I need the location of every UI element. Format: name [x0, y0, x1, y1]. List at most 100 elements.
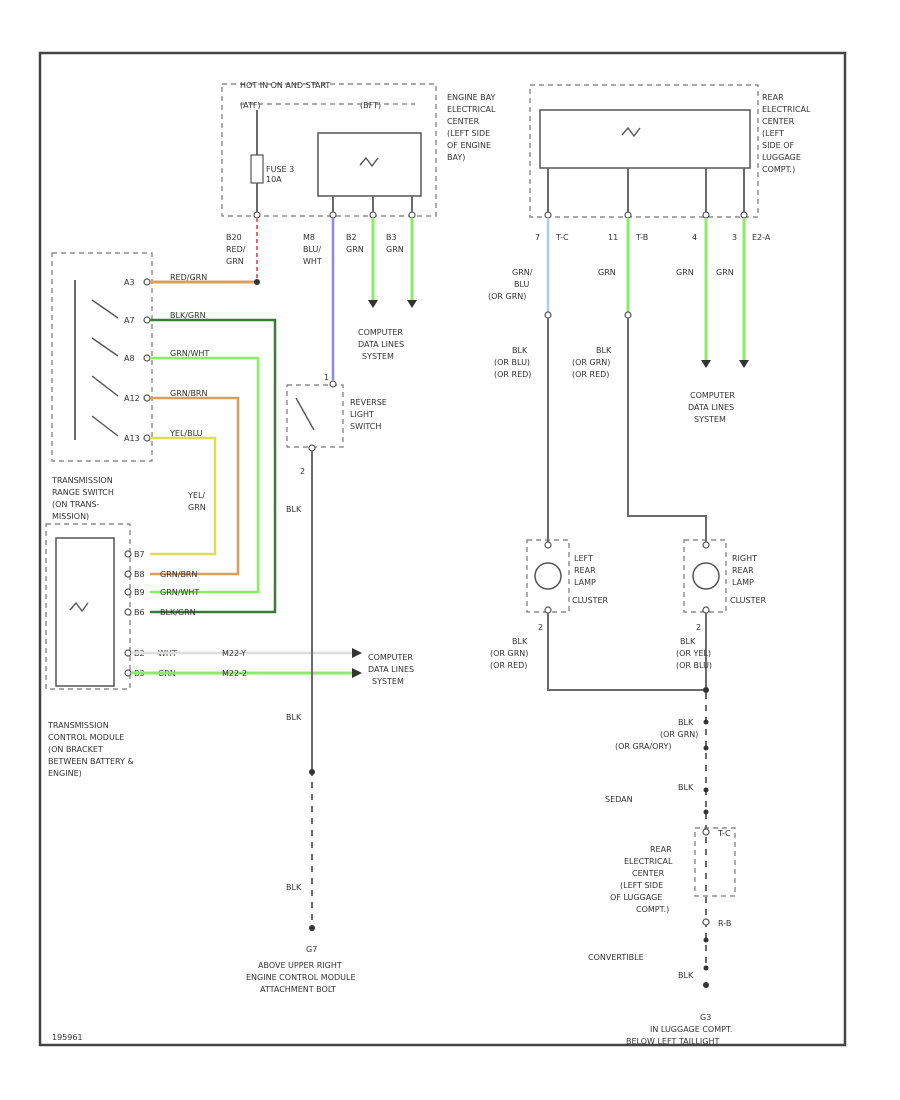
ground-g7-desc: ABOVE UPPER RIGHT ENGINE CONTROL MODULE … — [246, 961, 356, 994]
svg-text:REAR: REAR — [574, 566, 596, 575]
svg-text:ATTACHMENT BOLT: ATTACHMENT BOLT — [260, 985, 336, 994]
rear-center-pin-labels: 7 T-C 11 T-B 4 3 E2-A — [535, 233, 771, 242]
svg-text:MISSION): MISSION) — [52, 512, 89, 521]
footer-code: 195961 — [52, 1033, 83, 1042]
connector-rear-1 — [544, 311, 552, 319]
svg-text:A8: A8 — [124, 354, 135, 363]
wire-lamp-grounds-join — [547, 613, 706, 691]
right-lamp-pin2 — [702, 606, 710, 614]
svg-text:ELECTRICAL: ELECTRICAL — [762, 105, 811, 114]
tcm-outline — [45, 523, 131, 690]
arrow-rear-3 — [739, 360, 749, 368]
fuse-icon — [250, 154, 264, 184]
svg-text:TRANSMISSION: TRANSMISSION — [51, 476, 113, 485]
computer-data-lines-top: COMPUTER DATA LINES SYSTEM — [358, 328, 404, 361]
rear-center-label: REAR ELECTRICAL CENTER (LEFT SIDE OF LUG… — [762, 93, 811, 174]
svg-text:YEL/: YEL/ — [187, 491, 205, 500]
svg-text:SWITCH: SWITCH — [350, 422, 381, 431]
relay-icon — [359, 156, 379, 168]
right-lamp-pin1 — [702, 541, 710, 549]
svg-text:OF LUGGAGE: OF LUGGAGE — [610, 893, 662, 902]
wire-label-blk-blu: BLK (OR BLU) (OR RED) — [494, 346, 531, 379]
svg-text:BLK: BLK — [678, 718, 694, 727]
left-lamp-blk-label: BLK (OR GRN) (OR RED) — [490, 637, 528, 670]
svg-text:M22-2: M22-2 — [222, 669, 247, 678]
svg-text:B7: B7 — [134, 550, 145, 559]
svg-text:B9: B9 — [134, 588, 145, 597]
svg-text:(LEFT SIDE: (LEFT SIDE — [447, 129, 490, 138]
svg-text:WHT: WHT — [303, 257, 322, 266]
ground-g3-desc: IN LUGGAGE COMPT. BELOW LEFT TAILLIGHT — [626, 1025, 732, 1046]
svg-text:BLK: BLK — [596, 346, 612, 355]
svg-text:CONTROL MODULE: CONTROL MODULE — [48, 733, 124, 742]
svg-text:ELECTRICAL: ELECTRICAL — [624, 857, 673, 866]
svg-text:CENTER: CENTER — [762, 117, 795, 126]
svg-text:RED/GRN: RED/GRN — [170, 273, 207, 282]
svg-text:(OR RED): (OR RED) — [572, 370, 609, 379]
svg-text:REAR: REAR — [732, 566, 754, 575]
tcm-data-wire-labels: M22-Y M22-2 — [222, 649, 247, 678]
ground-g3-id: G3 — [700, 1013, 711, 1022]
reverse-switch-outline — [286, 384, 344, 448]
svg-text:BLU: BLU — [514, 280, 530, 289]
computer-data-lines-rear: COMPUTER DATA LINES SYSTEM — [688, 391, 735, 424]
svg-text:(OR RED): (OR RED) — [494, 370, 531, 379]
svg-text:REAR: REAR — [762, 93, 784, 102]
right-lamp-label: RIGHT REAR LAMP CLUSTER — [730, 554, 767, 605]
rear-center-2-label: REAR ELECTRICAL CENTER (LEFT SIDE OF LUG… — [610, 845, 673, 914]
svg-text:OF ENGINE: OF ENGINE — [447, 141, 491, 150]
svg-text:RIGHT: RIGHT — [732, 554, 757, 563]
junction-g7-1 — [309, 769, 315, 775]
svg-text:BLU/: BLU/ — [303, 245, 321, 254]
svg-text:YEL/BLU: YEL/BLU — [169, 429, 203, 438]
svg-text:SYSTEM: SYSTEM — [694, 415, 726, 424]
junction-lamp-ground — [703, 687, 709, 693]
junction-g3 — [703, 982, 709, 988]
reverse-switch-pin1 — [329, 380, 337, 388]
svg-text:B8: B8 — [134, 570, 145, 579]
svg-text:B20: B20 — [226, 233, 242, 242]
bottom-right-dots — [703, 719, 709, 971]
wire-grn-wht-range — [150, 356, 260, 594]
svg-text:T-B: T-B — [635, 233, 648, 242]
rear-center-2-outline — [694, 827, 736, 897]
svg-text:CLUSTER: CLUSTER — [572, 596, 609, 605]
svg-text:COMPT.): COMPT.) — [762, 165, 795, 174]
blk-label-g7-2: BLK — [286, 883, 302, 892]
svg-text:(OR GRN): (OR GRN) — [572, 358, 610, 367]
svg-text:ELECTRICAL: ELECTRICAL — [447, 105, 496, 114]
rear-center-2-pin-tc — [702, 828, 710, 836]
rear-center-box — [539, 109, 751, 169]
svg-text:GRN: GRN — [188, 503, 206, 512]
svg-text:CLUSTER: CLUSTER — [730, 596, 767, 605]
svg-text:11: 11 — [608, 233, 618, 242]
arrow-b3 — [407, 300, 417, 308]
wire-label-blu-wht: M8 BLU/ WHT — [303, 233, 322, 266]
bottom-blk2-label: BLK — [678, 971, 694, 980]
relay-box — [317, 132, 422, 197]
tcm-icon — [69, 601, 89, 613]
svg-text:A13: A13 — [124, 434, 140, 443]
trans-range-switch-outline — [51, 252, 153, 462]
convertible-label: CONVERTIBLE — [588, 953, 644, 962]
svg-text:A12: A12 — [124, 394, 140, 403]
svg-text:IN LUGGAGE COMPT.: IN LUGGAGE COMPT. — [650, 1025, 732, 1034]
reverse-switch-contact — [295, 397, 315, 431]
svg-text:BLK: BLK — [512, 346, 528, 355]
svg-text:SIDE OF: SIDE OF — [762, 141, 794, 150]
wire-blk-right-lamp — [627, 318, 707, 545]
rear-center-icon — [621, 126, 641, 138]
fuse-label-2: 10A — [266, 175, 282, 184]
svg-text:LEFT: LEFT — [574, 554, 593, 563]
svg-text:A7: A7 — [124, 316, 135, 325]
svg-text:GRN: GRN — [386, 245, 404, 254]
svg-text:BAY): BAY) — [447, 153, 465, 162]
junction-red-grn — [254, 279, 260, 285]
blk-label-reverse: BLK — [286, 505, 302, 514]
left-lamp-icon — [534, 562, 562, 590]
left-lamp-label: LEFT REAR LAMP CLUSTER — [572, 554, 609, 605]
wire-blk-grn-range — [150, 318, 277, 614]
wire-label-grn-b2: B2 GRN — [346, 233, 364, 254]
engine-bay-center-label: ENGINE BAY ELECTRICAL CENTER (LEFT SIDE … — [447, 93, 496, 162]
